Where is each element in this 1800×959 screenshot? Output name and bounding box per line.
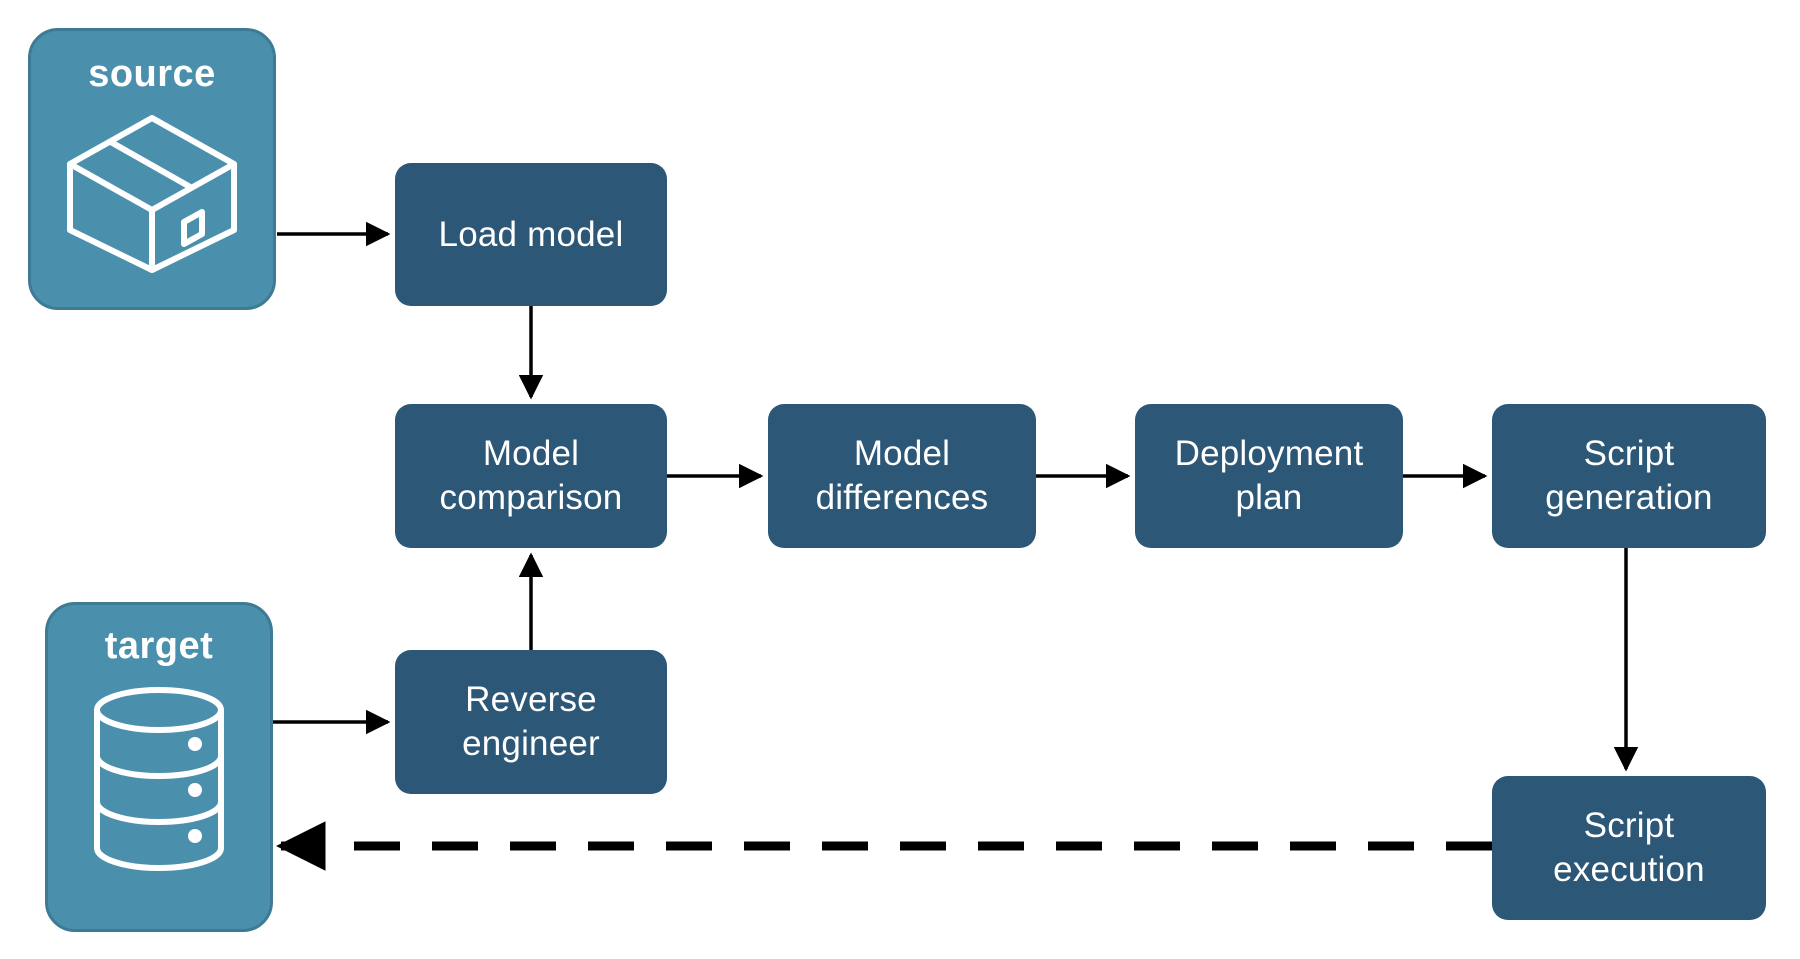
process-reverse-engineer-label: Reverse engineer	[462, 680, 600, 763]
process-script-generation[interactable]: Script generation	[1492, 404, 1766, 548]
process-model-differences[interactable]: Model differences	[768, 404, 1036, 548]
process-load-model-label: Load model	[438, 214, 624, 254]
source-node[interactable]: source	[28, 28, 276, 310]
process-deployment-plan-label: Deployment plan	[1174, 434, 1364, 517]
process-script-generation-label: Script generation	[1545, 434, 1713, 517]
process-script-execution[interactable]: Script execution	[1492, 776, 1766, 920]
target-node[interactable]: target	[45, 602, 273, 932]
source-label: source	[88, 53, 216, 95]
process-script-execution-label: Script execution	[1553, 806, 1705, 889]
package-box-icon	[62, 110, 242, 283]
process-load-model[interactable]: Load model	[395, 163, 667, 306]
process-model-differences-label: Model differences	[815, 434, 989, 517]
process-deployment-plan[interactable]: Deployment plan	[1135, 404, 1403, 548]
process-reverse-engineer[interactable]: Reverse engineer	[395, 650, 667, 794]
database-cylinder-icon	[79, 684, 239, 879]
target-label: target	[104, 625, 214, 667]
process-model-comparison[interactable]: Model comparison	[395, 404, 667, 548]
process-model-comparison-label: Model comparison	[439, 434, 623, 517]
